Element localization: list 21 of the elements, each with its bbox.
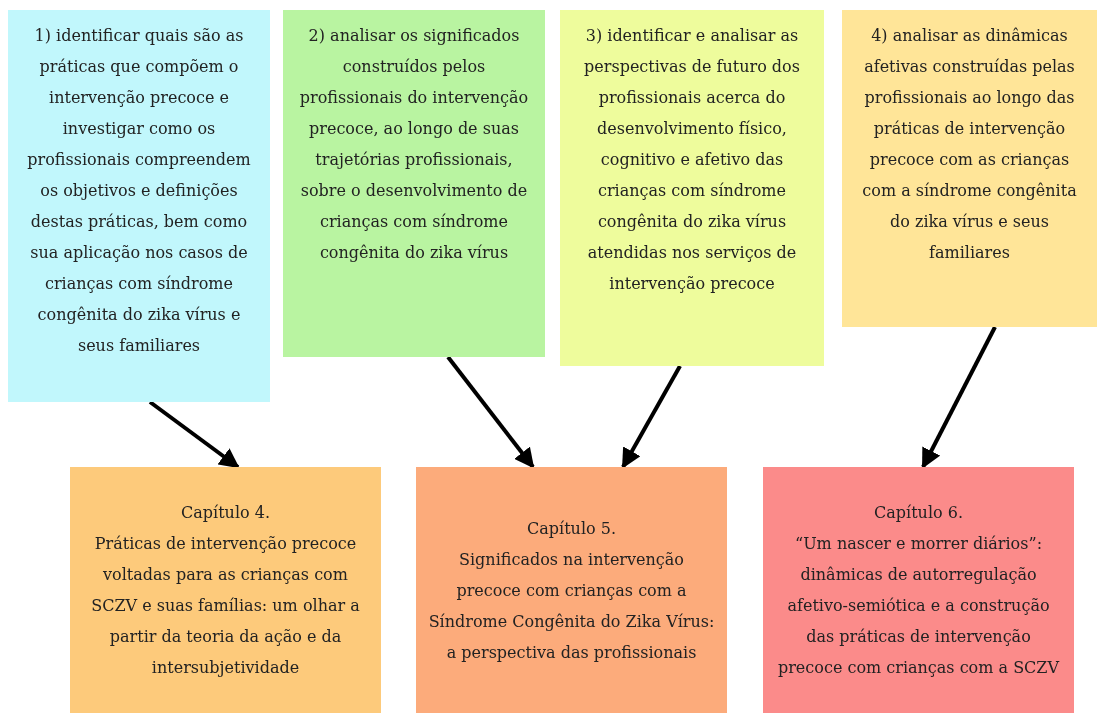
- arrow: [621, 365, 682, 469]
- objective-text: 1) identificar quais são as práticas que compõem o intervenção precoce e investigar como os profissionais compreendem os objetivos e definições destas práticas, bem como sua aplicação nos casos de crianças com síndrome congênita do zika vírus e seus familiares: [26, 25, 252, 357]
- objective-box: [842, 10, 1097, 327]
- chapter-heading: Capítulo 4.: [181, 502, 270, 524]
- chapter-title: Práticas de intervenção precoce voltadas para as crianças com SCZV e suas famílias: um olhar a partir da teoria da ação e da intersubjetividade: [90, 533, 361, 679]
- chapter-title: Significados na intervenção precoce com crianças com a Síndrome Congênita do Zika Vírus: a perspectiva das profissionais: [428, 548, 715, 664]
- chapter-title: “Um nascer e morrer diários”: dinâmicas de autorregulação afetivo-semiótica e a construção das práticas de intervenção precoce com crianças com a SCZV: [776, 533, 1061, 679]
- objective-box: [560, 10, 824, 366]
- chapter-heading: Capítulo 6.: [874, 502, 963, 524]
- objective-box: [8, 10, 270, 402]
- chapter-box: [70, 467, 381, 713]
- chapter-box: [416, 467, 727, 713]
- objective-text: 3) identificar e analisar as perspectivas de futuro dos profissionais acerca do desenvolvimento físico, cognitivo e afetivo das crianças com síndrome congênita do zika vírus atendidas nos serviços de intervenção precoce: [583, 25, 801, 295]
- arrow: [921, 326, 997, 469]
- arrow: [446, 355, 535, 469]
- chapter-box: [763, 467, 1074, 713]
- chapter-heading: Capítulo 5.: [527, 517, 616, 540]
- objective-text: 4) analisar as dinâmicas afetivas construídas pelas profissionais ao longo das práticas de intervenção precoce com as crianças com a síndrome congênita do zika vírus e seus familiares: [861, 25, 1078, 264]
- objective-text: 2) analisar os significados construídos pelos profissionais do intervenção precoce, ao longo de suas trajetórias profissionais, sobre o desenvolvimento de crianças com síndrome congênita do zika vírus: [298, 25, 530, 264]
- objective-box: [283, 10, 545, 357]
- arrow: [148, 400, 240, 469]
